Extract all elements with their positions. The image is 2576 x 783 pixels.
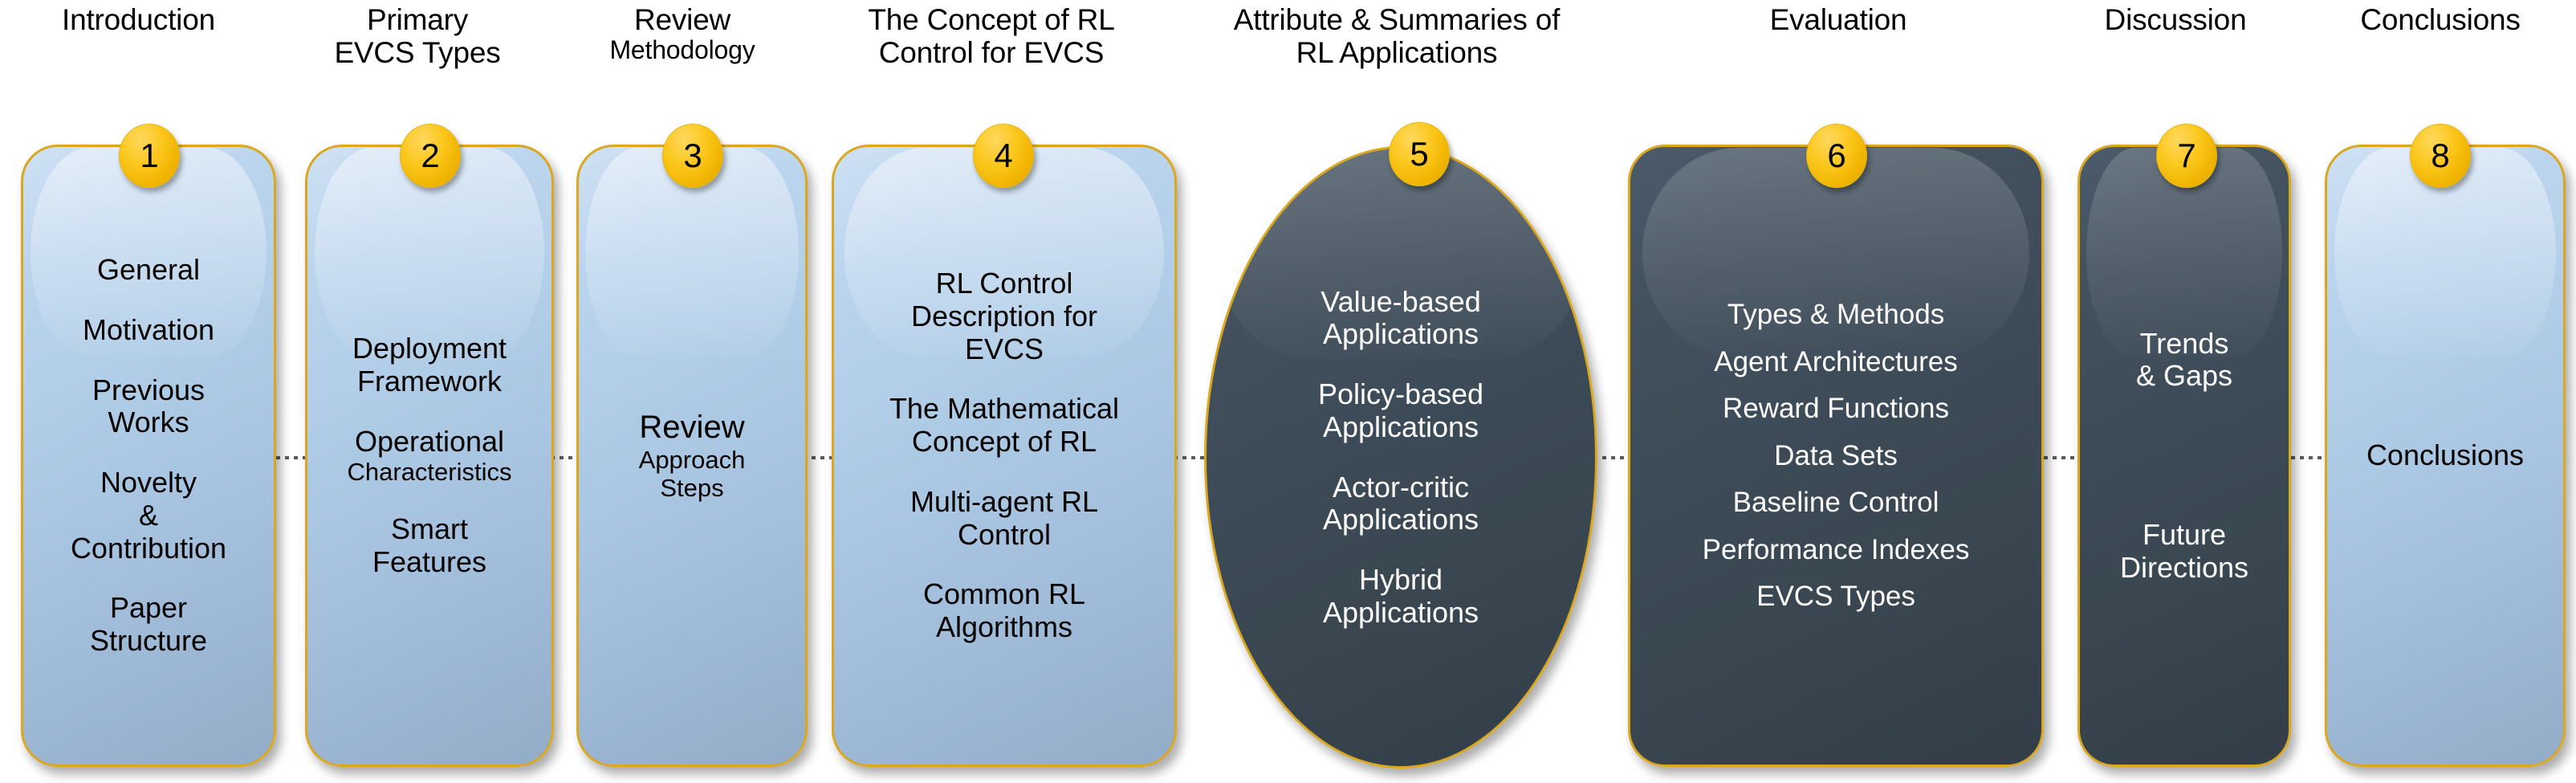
section-header-5: Attribute & Summaries of RL Applications <box>1168 3 1626 70</box>
section-5-item-4: Hybrid Applications <box>1322 562 1479 629</box>
section-5-item-1: Value-based Applications <box>1321 284 1481 351</box>
section-4-item-1: RL Control Description for EVCS <box>910 267 1098 365</box>
section-header-8: Conclusions <box>2312 3 2569 36</box>
section-8-items: Conclusions <box>2327 438 2563 472</box>
section-6-item-5: Baseline Control <box>1732 487 1939 519</box>
section-header-2-main: Primary <box>366 3 469 36</box>
connector-1-2 <box>276 456 307 459</box>
section-1-item-2: Motivation <box>82 313 215 347</box>
section-6-item-4: Data Sets <box>1774 439 1898 471</box>
section-badge-3-number: 3 <box>683 137 702 174</box>
section-5-item-2: Policy-based Applications <box>1317 377 1484 443</box>
section-2-item-4: Smart Features <box>372 512 487 579</box>
connector-7-8 <box>2291 456 2325 459</box>
section-badge-5-number: 5 <box>1410 135 1429 173</box>
section-1-item-4: Novelty & Contribution <box>70 466 227 565</box>
section-node-7[interactable]: Trends & Gaps Future Directions <box>2077 145 2291 767</box>
section-node-1[interactable]: General Motivation Previous Works Novelt… <box>21 145 276 767</box>
connector-2-3 <box>551 456 580 459</box>
section-1-items: General Motivation Previous Works Novelt… <box>23 254 274 657</box>
section-2-item-1: Deployment Framework <box>352 332 507 398</box>
section-4-item-2: The Mathematical Concept of RL <box>889 392 1120 459</box>
section-badge-8: 8 <box>2410 124 2471 188</box>
section-badge-2-number: 2 <box>421 137 440 174</box>
section-node-2[interactable]: Deployment Framework Operational Charact… <box>305 145 554 767</box>
section-badge-3: 3 <box>662 124 723 188</box>
section-badge-6: 6 <box>1806 124 1867 188</box>
section-header-8-main: Conclusions <box>2360 3 2521 36</box>
section-node-5[interactable]: Value-based Applications Policy-based Ap… <box>1204 146 1597 769</box>
section-header-4-sub: Control for EVCS <box>878 36 1105 70</box>
section-header-2: Primary EVCS Types <box>289 3 546 70</box>
section-3-items: Review Approach Steps <box>579 410 805 502</box>
section-header-7: Discussion <box>2055 3 2296 36</box>
section-node-4[interactable]: RL Control Description for EVCS The Math… <box>832 145 1177 767</box>
section-header-1-main: Introduction <box>62 3 215 36</box>
section-2-item-2: Operational <box>354 424 505 458</box>
section-badge-6-number: 6 <box>1827 137 1846 174</box>
section-7-item-2: Future Directions <box>2119 518 2249 584</box>
section-node-6[interactable]: Types & Methods Agent Architectures Rewa… <box>1628 145 2044 767</box>
section-6-item-1: Types & Methods <box>1727 299 1945 331</box>
section-header-3: Review Methodology <box>562 3 803 65</box>
connector-4-5 <box>1174 456 1207 459</box>
section-header-4: The Concept of RL Control for EVCS <box>819 3 1164 70</box>
section-1-item-3: Previous Works <box>92 373 206 439</box>
section-badge-7: 7 <box>2156 124 2217 188</box>
section-4-items: RL Control Description for EVCS The Math… <box>834 267 1174 643</box>
section-node-8[interactable]: Conclusions <box>2325 145 2566 767</box>
section-6-item-6: Performance Indexes <box>1702 533 1970 565</box>
section-6-items: Types & Methods Agent Architectures Rewa… <box>1630 299 2041 613</box>
section-badge-4: 4 <box>973 124 1034 188</box>
section-header-6: Evaluation <box>1654 3 2023 36</box>
connector-3-4 <box>803 456 835 459</box>
section-4-item-3: Multi-agent RL Control <box>910 484 1099 551</box>
connector-6-7 <box>2044 456 2077 459</box>
section-1-item-1: General <box>96 253 201 287</box>
section-2-item-3: Characteristics <box>347 458 512 487</box>
section-3-item-2: Approach Steps <box>638 446 746 503</box>
section-badge-1: 1 <box>119 124 180 188</box>
section-header-3-sub: Methodology <box>609 35 755 65</box>
section-header-5-sub: RL Applications <box>1296 36 1498 70</box>
section-badge-7-number: 7 <box>2177 137 2196 174</box>
section-2-items: Deployment Framework Operational Charact… <box>307 332 551 578</box>
section-header-5-main: Attribute & Summaries of <box>1233 3 1561 36</box>
section-node-3[interactable]: Review Approach Steps <box>576 145 808 767</box>
section-badge-8-number: 8 <box>2431 137 2450 174</box>
section-5-items: Value-based Applications Policy-based Ap… <box>1207 284 1595 629</box>
section-3-item-1: Review <box>639 409 745 445</box>
section-8-item-1: Conclusions <box>2366 438 2525 472</box>
section-6-item-7: EVCS Types <box>1756 581 1915 613</box>
section-header-3-main: Review <box>633 3 731 36</box>
section-header-2-sub: EVCS Types <box>334 36 501 70</box>
section-header-6-main: Evaluation <box>1769 3 1907 36</box>
connector-5-6 <box>1593 456 1627 459</box>
section-5-item-3: Actor-critic Applications <box>1322 470 1479 536</box>
section-7-item-1: Trends & Gaps <box>2135 326 2233 393</box>
section-6-item-3: Reward Functions <box>1722 393 1950 425</box>
section-4-item-4: Common RL Algorithms <box>922 577 1086 643</box>
section-header-4-main: The Concept of RL <box>868 3 1115 36</box>
section-badge-5: 5 <box>1389 122 1450 186</box>
section-7-items: Trends & Gaps Future Directions <box>2080 264 2289 647</box>
section-badge-4-number: 4 <box>994 137 1013 174</box>
section-header-7-main: Discussion <box>2104 3 2247 36</box>
section-1-item-5: Paper Structure <box>89 591 208 657</box>
section-6-item-2: Agent Architectures <box>1714 345 1958 377</box>
section-badge-1-number: 1 <box>140 137 159 174</box>
section-header-1: Introduction <box>0 3 277 36</box>
section-badge-2: 2 <box>400 124 461 188</box>
